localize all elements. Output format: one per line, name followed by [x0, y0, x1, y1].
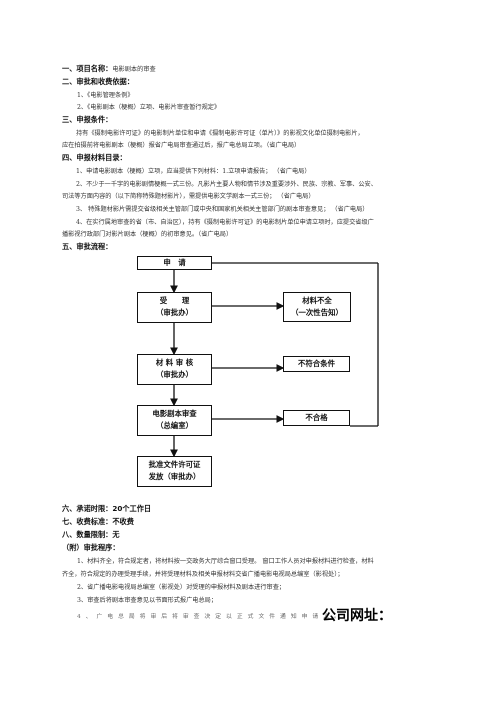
- section-5-heading: 五、审批流程：: [62, 242, 113, 251]
- procedure-line-5: 4、广电总局将审后将审查决定以正式文件通知申请人。: [77, 614, 345, 620]
- flow-incomplete-box: 材料不全 （一次性告知）: [283, 292, 351, 322]
- flow-notmeet-label: 不符合条件: [298, 359, 335, 368]
- section-4-heading: 四、申报材料目录：: [62, 153, 127, 162]
- section-2-heading: 二、审批和收费依据：: [62, 77, 134, 86]
- material-line-4: 3、 特殊题材影片需提交省级相关主管部门或中央和国家机关相关主管部门的剧本审查意…: [76, 206, 369, 213]
- material-line-3: 司法等方面内容的（以下简称特殊题材影片），需提供电影文学剧本一式三份； （省广电…: [62, 193, 315, 200]
- section-1-label: 一、项目名称：: [62, 64, 113, 73]
- flow-script-box: 电影剧本审查 （总编室）: [137, 405, 212, 436]
- procedure-line-1: 1、材料齐全，符合规定者，将材料按一交政务大厅综合窗口受理。 窗口工作人员对申报…: [77, 558, 374, 565]
- flow-fail-label: 不合格: [305, 413, 328, 422]
- flow-review-box: 材 料 审 核 （审批办）: [137, 354, 212, 385]
- appendix-heading: （附）审批程序：: [62, 543, 120, 552]
- flow-accept-title: 受 理: [159, 296, 190, 305]
- condition-line-1: 持有《摄制电影许可证》的电影制片单位和申请《摄制电影许可证（单片）》的影视文化单…: [76, 130, 364, 137]
- flow-approve-note: 发放（审批办）: [148, 472, 201, 481]
- procedure-line-2: 齐全，符合规定的办理受理手续，并将受理材料及相关申报材料交省广播电影电视局总编室…: [62, 571, 344, 578]
- procedure-line-3: 2、省广播电影电视局总编室（影视处）对受理的申报材料及剧本进行审查；: [77, 584, 286, 591]
- section-7-heading: 七、收费标准：不收费: [62, 517, 134, 526]
- flow-script-dept: （总编室）: [156, 421, 193, 430]
- company-website-label: 公司网址：: [322, 608, 392, 624]
- material-line-1: 1、申请电影剧本（梗概）立项，应当提供下列材料：1.立项申请报告； （省广电局）: [76, 168, 311, 175]
- flow-accept-box: 受 理 （审批办）: [137, 292, 212, 323]
- flow-apply-box: 申 请: [137, 256, 212, 270]
- flow-notmeet-box: 不符合条件: [283, 356, 350, 372]
- flow-review-title: 材 料 审 核: [155, 358, 194, 367]
- flow-accept-dept: （审批办）: [156, 308, 193, 317]
- flow-approve-box: 批准文件许可证 发放（审批办）: [137, 456, 212, 487]
- flow-review-dept: （审批办）: [156, 370, 193, 379]
- basis-item-1: 1、《电影管理条例》: [77, 92, 134, 99]
- section-1-heading: 一、项目名称：电影剧本的审查: [62, 64, 156, 74]
- flow-incomplete-title: 材料不全: [302, 296, 332, 305]
- flow-fail-box: 不合格: [283, 410, 350, 426]
- condition-line-2: 应在拍摄前将电影剧本（梗概）报省广电局审查通过后，报广电总局立项。（省广电局）: [62, 142, 301, 149]
- section-3-heading: 三、申报条件：: [62, 115, 113, 124]
- flow-incomplete-note: （一次性告知）: [291, 308, 343, 317]
- material-line-6: 播影视行政部门对影片剧本（梗概）的初审意见。（省广电局）: [62, 231, 233, 238]
- material-line-2: 2、不少于一千字的电影剧情梗概一式三份。凡影片主要人物和情节涉及重要涉外、民族、…: [76, 181, 377, 188]
- flow-script-title: 电影剧本审查: [152, 409, 197, 418]
- flow-apply-label: 申 请: [163, 258, 186, 267]
- project-name-value: 电影剧本的审查: [112, 66, 156, 73]
- material-line-5: 4、在实行属地审查的省（市、自治区），持有《摄制电影许可证》的电影制片单位申请立…: [76, 219, 374, 226]
- basis-item-2: 2、《电影剧本（梗概）立项、电影片审查暂行规定》: [77, 104, 221, 111]
- section-8-heading: 八、数量限制：无: [62, 530, 120, 539]
- flow-approve-title: 批准文件许可证: [148, 460, 201, 469]
- procedure-line-4: 3、审查后将剧本审查意见以书面形式报广电总局；: [77, 597, 218, 604]
- section-6-heading: 六、承诺时限：20个工作日: [62, 504, 152, 513]
